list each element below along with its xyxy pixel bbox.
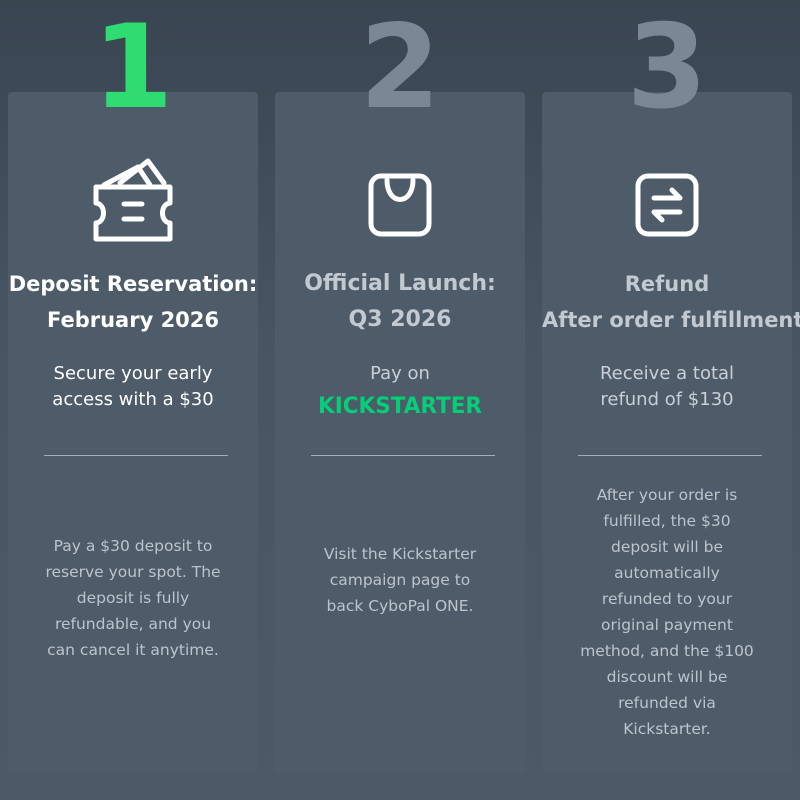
divider bbox=[44, 455, 228, 456]
step-3-refund: 3 Refund After order fulfillment Receive… bbox=[542, 0, 800, 800]
step-title: Deposit Reservation: February 2026 bbox=[8, 272, 258, 332]
wallet-icon bbox=[8, 155, 258, 245]
step-description: Pay a $30 deposit to reserve your spot. … bbox=[45, 537, 221, 659]
kickstarter-logo[interactable]: KICKSTARTER bbox=[316, 393, 484, 417]
step-card bbox=[542, 92, 792, 773]
step-title: Refund After order fulfillment bbox=[542, 272, 800, 332]
divider bbox=[578, 455, 762, 456]
step-2-launch: 2 Official Launch: Q3 2026 Pay on KICKST… bbox=[275, 0, 525, 800]
step-description: After your order is fulfilled, the $30 d… bbox=[580, 486, 754, 738]
svg-text:KICKSTARTER: KICKSTARTER bbox=[318, 394, 482, 417]
step-1-deposit: 1 Deposit Reservation: February 2026 Sec… bbox=[8, 0, 258, 800]
step-number: 1 bbox=[92, 0, 174, 135]
step-title: Official Launch: Q3 2026 bbox=[304, 271, 496, 332]
step-number: 3 bbox=[626, 0, 708, 135]
step-description: Visit the Kickstarter campaign page to b… bbox=[323, 545, 477, 615]
divider bbox=[311, 455, 495, 456]
step-number: 2 bbox=[359, 0, 441, 135]
exchange-arrows-icon bbox=[542, 172, 792, 238]
step-subtitle: Secure your early access with a $30 bbox=[52, 363, 214, 410]
step-subtitle: Receive a total refund of $130 bbox=[599, 363, 735, 410]
shopping-bag-icon bbox=[275, 172, 525, 238]
step-subtitle: Pay on KICKSTARTER bbox=[316, 363, 484, 417]
step-card bbox=[275, 92, 525, 773]
